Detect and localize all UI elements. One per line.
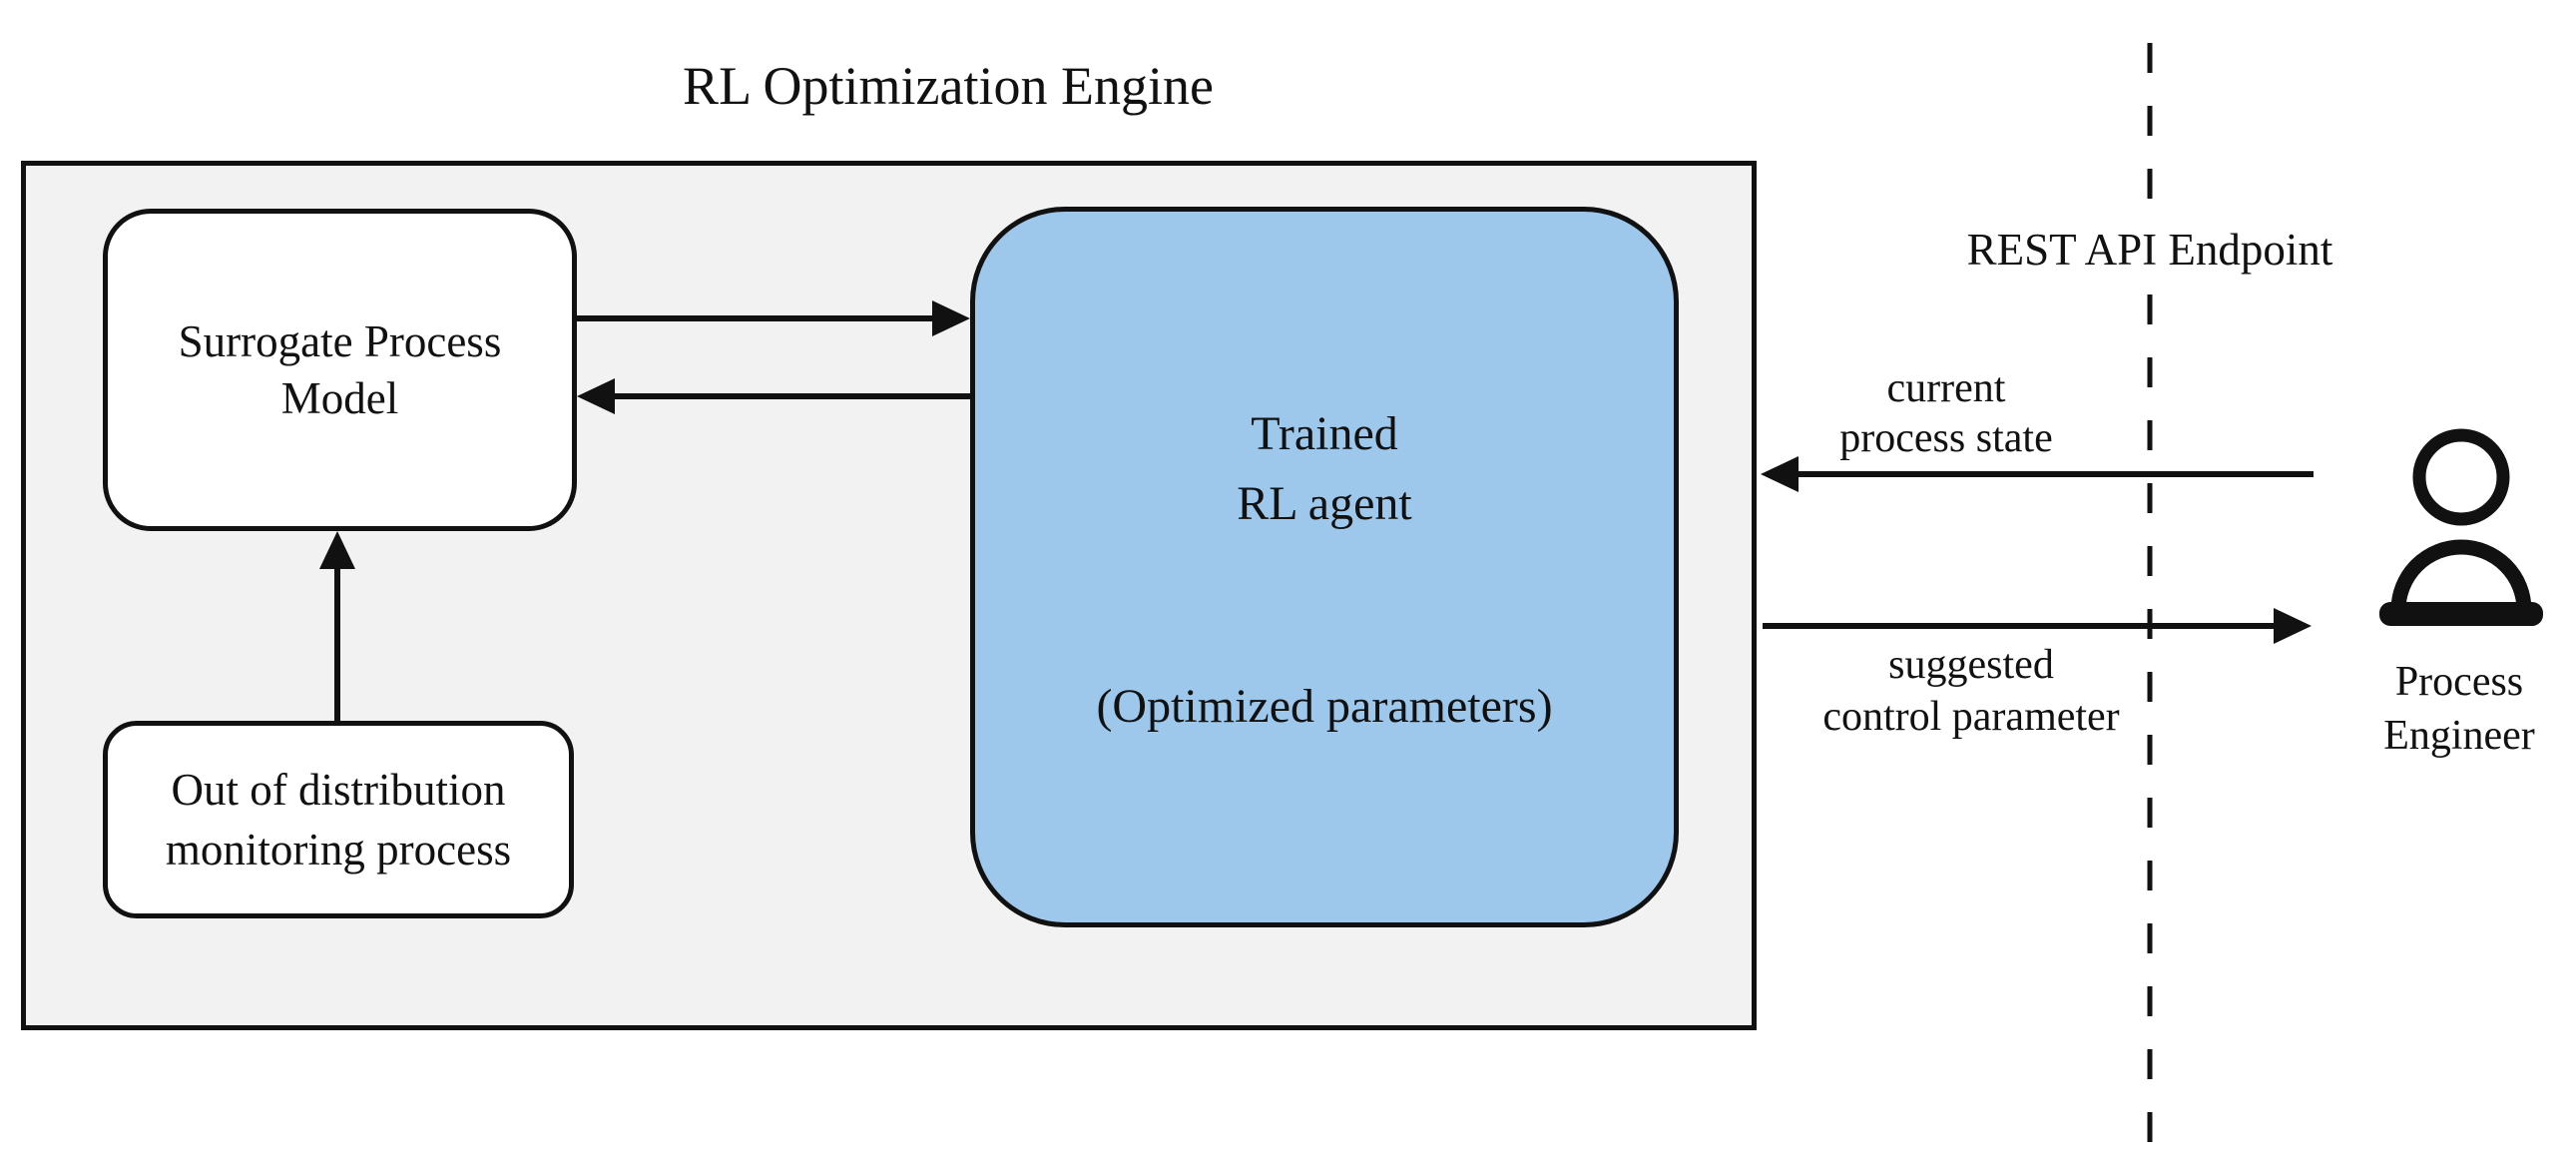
- ood-box-line1: Out of distribution: [171, 765, 506, 815]
- rest-api-endpoint-text: REST API Endpoint: [1956, 225, 2343, 275]
- suggested-control-parameter-label: suggested control parameter: [1722, 639, 2221, 743]
- suggested-control-parameter-line2: control parameter: [1822, 694, 2120, 740]
- agent-box-sub-label: (Optimized parameters): [975, 672, 1674, 742]
- process-engineer-line1: Process: [2394, 659, 2524, 705]
- agent-box-line2: RL agent: [1237, 477, 1412, 530]
- ood-box-line2: monitoring process: [165, 825, 512, 875]
- surrogate-process-model-box: Surrogate Process Model: [103, 209, 577, 531]
- process-engineer-line2: Engineer: [2383, 713, 2535, 759]
- process-engineer-label: Process Engineer: [2210, 655, 2576, 763]
- current-process-state-label: current process state: [1697, 363, 2196, 463]
- agent-box-line3: (Optimized parameters): [1096, 680, 1553, 733]
- diagram-title: RL Optimization Engine: [150, 53, 1747, 119]
- agent-box-line1: Trained: [1251, 407, 1398, 460]
- current-process-state-line1: current: [1886, 365, 2006, 411]
- ood-monitoring-process-box: Out of distribution monitoring process: [103, 721, 574, 918]
- rest-api-endpoint-label: REST API Endpoint: [1900, 223, 2399, 277]
- agent-box-main-label: Trained RL agent: [975, 399, 1674, 539]
- current-process-state-line2: process state: [1839, 415, 2053, 461]
- trained-rl-agent-box: Trained RL agent (Optimized parameters): [970, 207, 1679, 927]
- diagram-title-text: RL Optimization Engine: [683, 56, 1214, 116]
- surrogate-box-line2: Model: [280, 372, 399, 423]
- person-icon: [2379, 428, 2543, 626]
- suggested-control-parameter-line1: suggested: [1888, 642, 2054, 688]
- surrogate-box-line1: Surrogate Process: [178, 315, 502, 366]
